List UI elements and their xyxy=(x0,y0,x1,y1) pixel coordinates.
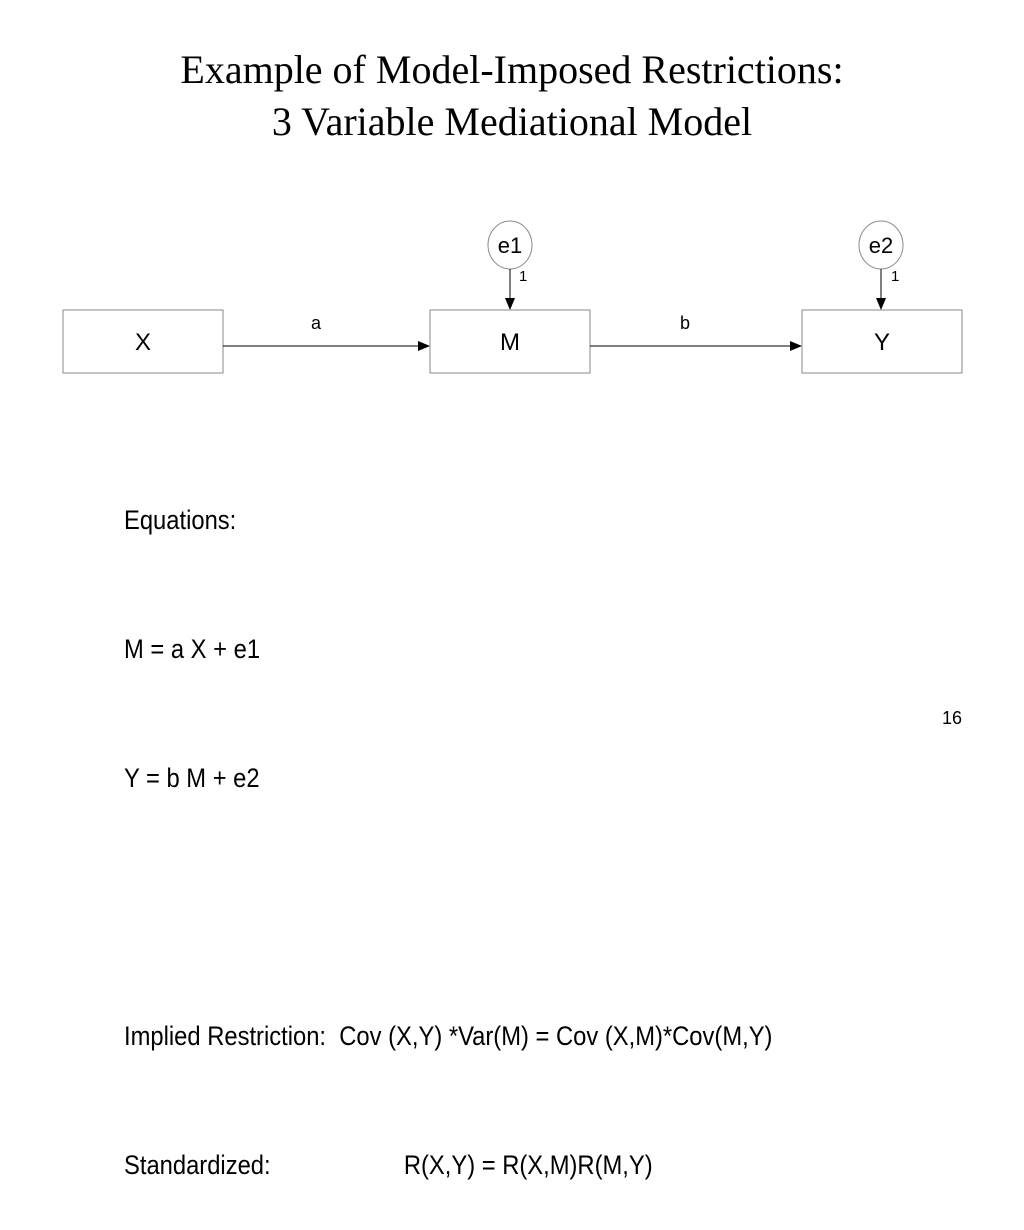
path-b-label: b xyxy=(680,313,690,333)
equation-m: M = a X + e1 xyxy=(124,634,261,664)
node-m-label: M xyxy=(500,329,520,356)
slide-title-line-2: 3 Variable Mediational Model xyxy=(271,99,753,144)
node-x-box xyxy=(62,309,224,374)
equations-heading: Equations: xyxy=(124,505,237,535)
path-a-label: a xyxy=(311,313,322,333)
slide-title-line-1: Example of Model-Imposed Restrictions: xyxy=(180,47,844,92)
mediation-diagram: X M Y e1 e2 1 1 a b xyxy=(62,220,963,374)
standardized-value: R(X,Y) = R(X,M)R(M,Y) xyxy=(403,1150,653,1180)
equations-spacer xyxy=(124,886,772,929)
node-m-box xyxy=(429,309,591,374)
error-e1-label: e1 xyxy=(498,233,522,258)
standardized-label: Standardized: xyxy=(124,1150,271,1180)
e2-weight-label: 1 xyxy=(891,268,899,285)
slide-title: Example of Model-Imposed Restrictions: 3… xyxy=(0,44,1024,148)
equations-block: Equations: M = a X + e1 Y = b M + e2 Imp… xyxy=(124,413,772,1230)
page-number: 16 xyxy=(941,708,962,728)
node-y-label: Y xyxy=(874,329,890,356)
node-x-label: X xyxy=(135,329,151,356)
node-y-box xyxy=(801,309,963,374)
equation-y: Y = b M + e2 xyxy=(124,763,260,793)
restriction-value: Cov (X,Y) *Var(M) = Cov (X,M)*Cov(M,Y) xyxy=(339,1021,773,1051)
restriction-label: Implied Restriction: xyxy=(124,1021,327,1051)
standardized-row: Standardized: R(X,Y) = R(X,M)R(M,Y) xyxy=(124,1144,772,1187)
restriction-gap xyxy=(326,1021,339,1051)
restriction-row: Implied Restriction: Cov (X,Y) *Var(M) =… xyxy=(124,1015,772,1058)
error-e2-label: e2 xyxy=(869,233,893,258)
e1-weight-label: 1 xyxy=(519,268,527,285)
